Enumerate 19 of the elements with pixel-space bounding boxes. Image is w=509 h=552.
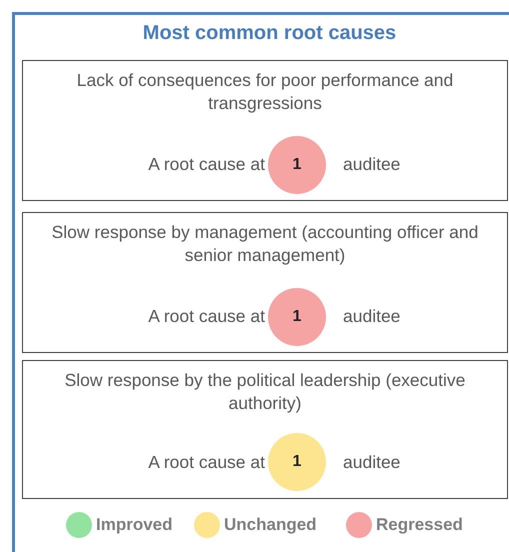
cause-heading: Slow response by management (accounting officer and senior management) — [50, 221, 480, 267]
legend-label: Regressed — [376, 515, 463, 535]
cause-heading: Lack of consequences for poor performance and transgressions — [76, 69, 454, 115]
title: Most common root causes — [142, 22, 398, 45]
legend-label: Improved — [96, 515, 173, 535]
cause-box — [22, 212, 508, 353]
cause-text: A root cause at — [148, 452, 265, 473]
cause-text: auditee — [343, 154, 400, 175]
cause-box — [22, 60, 508, 201]
count-circle: 1 — [268, 288, 326, 346]
cause-text: auditee — [343, 452, 400, 473]
cause-heading: Slow response by the political leadership (executive authority) — [64, 369, 466, 415]
legend-label: Unchanged — [224, 515, 317, 535]
cause-box — [22, 360, 508, 499]
count-circle: 1 — [268, 433, 326, 491]
count-circle: 1 — [268, 136, 326, 194]
cause-text: auditee — [343, 306, 400, 327]
cause-text: A root cause at — [148, 154, 265, 175]
cause-text: A root cause at — [148, 306, 265, 327]
